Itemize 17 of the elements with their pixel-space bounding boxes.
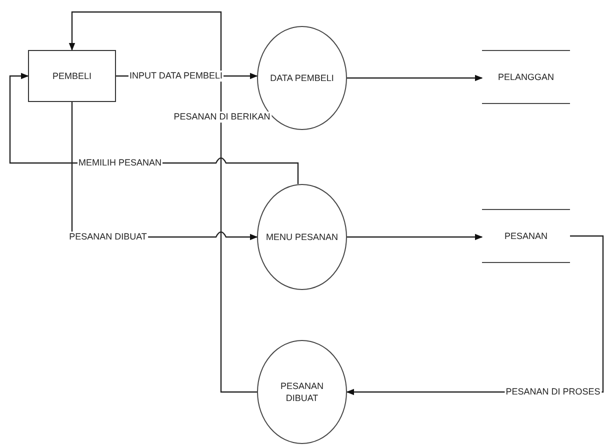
data-store [482, 50, 570, 104]
node-label: PESANAN [504, 230, 548, 242]
node-label: MENU PESANAN [266, 230, 338, 244]
edge-label: INPUT DATA PEMBELI [128, 70, 224, 82]
edge-label: PESANAN DIBUAT [68, 232, 148, 242]
edge-label: PESANAN DI BERIKAN [172, 112, 272, 122]
arrow [347, 234, 483, 240]
node-label: DATA PEMBELI [270, 72, 334, 84]
arrow [347, 74, 483, 82]
edge-label: PESANAN DI PROSES [504, 386, 602, 398]
arrow [68, 11, 257, 393]
node-label: PESANAN DIBUAT [279, 380, 324, 404]
edge-label: MEMILIH PESANAN [77, 158, 163, 168]
node-label: PEMBELI [52, 70, 92, 82]
entity-box [28, 50, 116, 102]
data-store [482, 209, 570, 263]
node-label: PELANGGAN [498, 70, 554, 84]
